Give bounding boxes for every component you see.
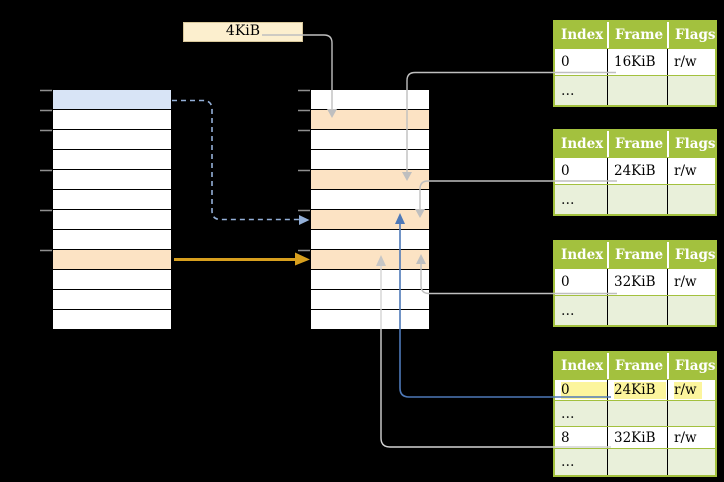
memory-row <box>53 269 171 289</box>
column-header-flags: Flags <box>667 242 716 268</box>
virtual-memory-column <box>52 89 172 330</box>
memory-row <box>311 229 429 249</box>
memory-row <box>53 129 171 149</box>
table-row-ellipsis: … <box>555 75 715 105</box>
physical-frame-row-orange <box>311 109 429 129</box>
memory-row <box>53 169 171 189</box>
virtual-page-row-blue <box>53 90 171 109</box>
memory-row <box>311 189 429 209</box>
physical-frame-row-orange <box>311 249 429 269</box>
highlight-index: 0 <box>561 381 607 399</box>
memory-row <box>311 309 429 329</box>
page-table-1: Index Frame Flags 0 16KiB r/w … <box>553 20 717 107</box>
table-row-ellipsis: … <box>555 184 715 214</box>
column-header-flags: Flags <box>667 22 716 48</box>
page-table-4: Index Frame Flags 0 24KiB r/w … 8 32KiB … <box>553 351 717 477</box>
cell-index: … <box>561 454 575 470</box>
arrowhead-right-icon <box>295 252 310 266</box>
cell-index: 0 <box>561 274 570 290</box>
cell-index: … <box>561 405 575 422</box>
cell-flags <box>667 449 715 475</box>
column-header-index: Index <box>561 136 604 152</box>
cell-index: 0 <box>561 163 570 179</box>
cell-flags: r/w <box>667 49 715 75</box>
cell-frame <box>607 296 667 325</box>
cell-flags <box>667 296 715 325</box>
memory-row <box>311 90 429 109</box>
cell-frame <box>607 185 667 214</box>
cell-frame: 16KiB <box>607 49 667 75</box>
table-row: 0 16KiB r/w <box>555 48 715 75</box>
memory-row <box>53 289 171 309</box>
physical-frame-row-orange <box>311 169 429 189</box>
highlight-flags: r/w <box>674 381 702 399</box>
arrow-virtual-page-to-frame-dashed <box>172 99 299 221</box>
column-header-index: Index <box>561 358 604 374</box>
memory-row <box>53 149 171 169</box>
memory-row <box>53 189 171 209</box>
cell-flags: r/w <box>667 380 715 400</box>
cell-index: … <box>561 82 575 99</box>
memory-row <box>311 149 429 169</box>
page-table-3: Index Frame Flags 0 32KiB r/w … <box>553 240 717 327</box>
table-row: 8 32KiB r/w <box>555 426 715 448</box>
frame-size-label: 4KiB <box>183 22 303 42</box>
cell-flags <box>667 76 715 105</box>
column-header-frame: Frame <box>607 131 667 157</box>
column-header-frame: Frame <box>607 353 667 379</box>
column-header-flags: Flags <box>667 131 716 157</box>
cell-frame <box>607 401 667 426</box>
memory-row <box>311 129 429 149</box>
table-header-row: Index Frame Flags <box>555 242 716 268</box>
memory-row <box>53 209 171 229</box>
table-header-row: Index Frame Flags <box>555 353 716 379</box>
column-header-index: Index <box>561 247 604 263</box>
memory-row <box>311 289 429 309</box>
table-row: 0 32KiB r/w <box>555 268 715 295</box>
column-header-flags: Flags <box>667 353 716 379</box>
column-header-frame: Frame <box>607 242 667 268</box>
arrowhead-right-icon <box>299 215 310 225</box>
memory-row <box>53 109 171 129</box>
cell-frame: 24KiB <box>607 380 667 400</box>
table-header-row: Index Frame Flags <box>555 22 716 48</box>
table-row: 0 24KiB r/w <box>555 157 715 184</box>
cell-flags: r/w <box>667 269 715 295</box>
memory-row <box>53 309 171 329</box>
memory-row <box>53 229 171 249</box>
cell-flags <box>667 185 715 214</box>
cell-flags: r/w <box>667 427 715 448</box>
cell-index: 8 <box>561 429 570 446</box>
page-table-2: Index Frame Flags 0 24KiB r/w … <box>553 129 717 216</box>
cell-flags <box>667 401 715 426</box>
physical-frame-row-orange <box>311 209 429 229</box>
table-row-ellipsis: … <box>555 448 715 475</box>
table-row-ellipsis: … <box>555 400 715 426</box>
virtual-page-row-orange <box>53 249 171 269</box>
cell-frame: 32KiB <box>607 269 667 295</box>
cell-index: 0 <box>555 380 607 400</box>
cell-flags: r/w <box>667 158 715 184</box>
physical-memory-column <box>310 89 430 330</box>
cell-frame <box>607 76 667 105</box>
cell-index: … <box>561 191 575 208</box>
column-header-frame: Frame <box>607 22 667 48</box>
cell-index: … <box>561 302 575 319</box>
column-header-index: Index <box>561 27 604 43</box>
cell-frame <box>607 449 667 475</box>
cell-index: 0 <box>561 54 570 70</box>
highlight-frame: 24KiB <box>614 381 666 399</box>
table-row-ellipsis: … <box>555 295 715 325</box>
table-row-highlighted: 0 24KiB r/w <box>555 379 715 400</box>
table-header-row: Index Frame Flags <box>555 131 716 157</box>
memory-row <box>311 269 429 289</box>
cell-frame: 32KiB <box>607 427 667 448</box>
cell-frame: 24KiB <box>607 158 667 184</box>
